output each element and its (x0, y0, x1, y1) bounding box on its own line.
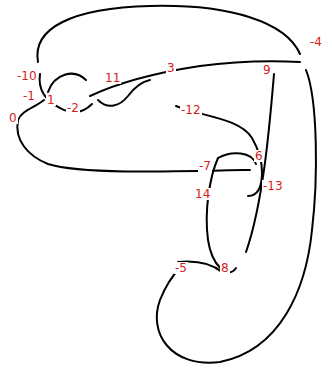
crossing-label: 11 (104, 72, 121, 84)
knot-strand (157, 70, 316, 363)
knot-strand (17, 100, 250, 172)
knot-strand (37, 6, 300, 62)
crossing-label: 1 (46, 94, 56, 106)
crossing-label: 3 (166, 62, 176, 74)
crossing-label: 6 (254, 150, 264, 162)
knot-strand (90, 61, 300, 96)
crossing-label: 9 (262, 64, 272, 76)
knot-strand (176, 106, 262, 196)
crossing-label: -12 (180, 104, 202, 116)
crossing-label: -4 (309, 36, 323, 48)
knot-strand (246, 74, 274, 252)
crossing-label: 14 (194, 188, 211, 200)
crossing-label: -2 (66, 102, 80, 114)
crossing-label: -7 (198, 160, 212, 172)
crossing-label: -10 (16, 70, 38, 82)
crossing-label: 8 (220, 262, 230, 274)
crossing-label: -1 (22, 90, 36, 102)
knot-strand (207, 158, 236, 272)
knot-strand (218, 153, 256, 164)
crossing-label: -5 (174, 262, 188, 274)
crossing-label: 0 (8, 112, 18, 124)
crossing-label: -13 (262, 180, 284, 192)
knot-strand (48, 74, 86, 92)
